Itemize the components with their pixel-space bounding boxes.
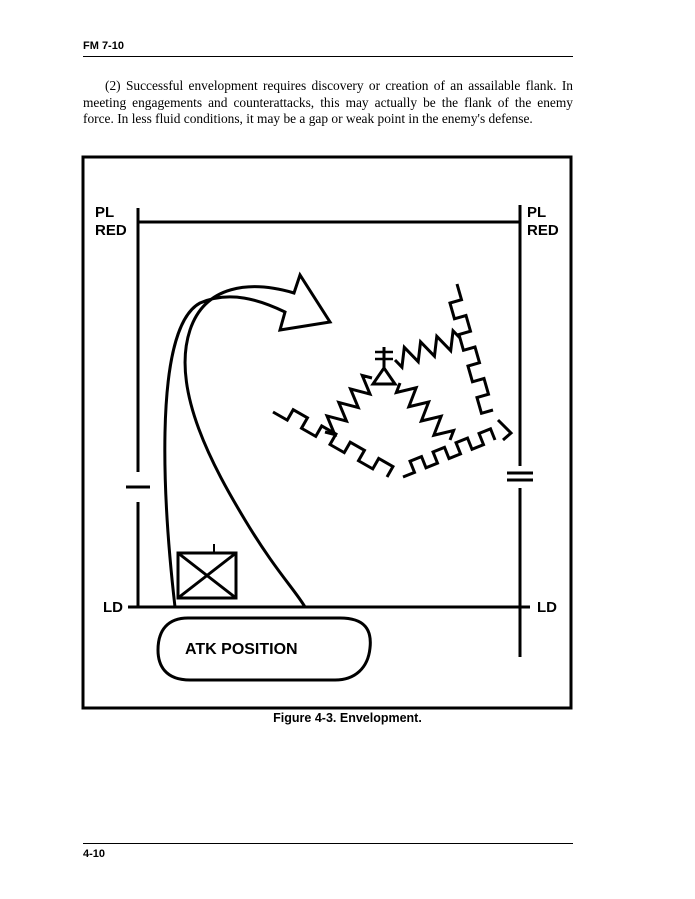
enemy-defense-lines [272, 283, 514, 479]
label-pl-left: PL [95, 204, 114, 221]
label-red-right: RED [527, 222, 559, 239]
label-pl-right: PL [527, 204, 546, 221]
atk-position-outline [156, 616, 372, 682]
footer-rule [83, 843, 573, 844]
enemy-wire-bottom [402, 426, 497, 479]
figure-frame [81, 155, 573, 710]
enemy-wire-end [496, 418, 514, 442]
label-atk-position: ATK POSITION [185, 641, 298, 658]
header-rule [83, 56, 573, 57]
page-number: 4-10 [83, 848, 106, 860]
enemy-trench-left [324, 373, 373, 437]
body-paragraph: (2) Successful envelopment requires disc… [83, 78, 573, 126]
running-header: FM 7-10 [83, 40, 124, 52]
friendly-unit-icon [176, 544, 238, 600]
enemy-wire-right [448, 283, 494, 416]
label-red-left: RED [95, 222, 127, 239]
label-ld-left: LD [103, 599, 123, 616]
obstacle-symbol-icon [370, 347, 398, 386]
label-ld-right: LD [537, 599, 557, 616]
envelopment-arrow [163, 271, 333, 608]
enemy-trench-lower [393, 382, 457, 441]
enemy-wire-left [272, 407, 395, 478]
figure-caption: Figure 4-3. Envelopment. [273, 711, 422, 725]
enemy-trench-upper [393, 327, 462, 371]
